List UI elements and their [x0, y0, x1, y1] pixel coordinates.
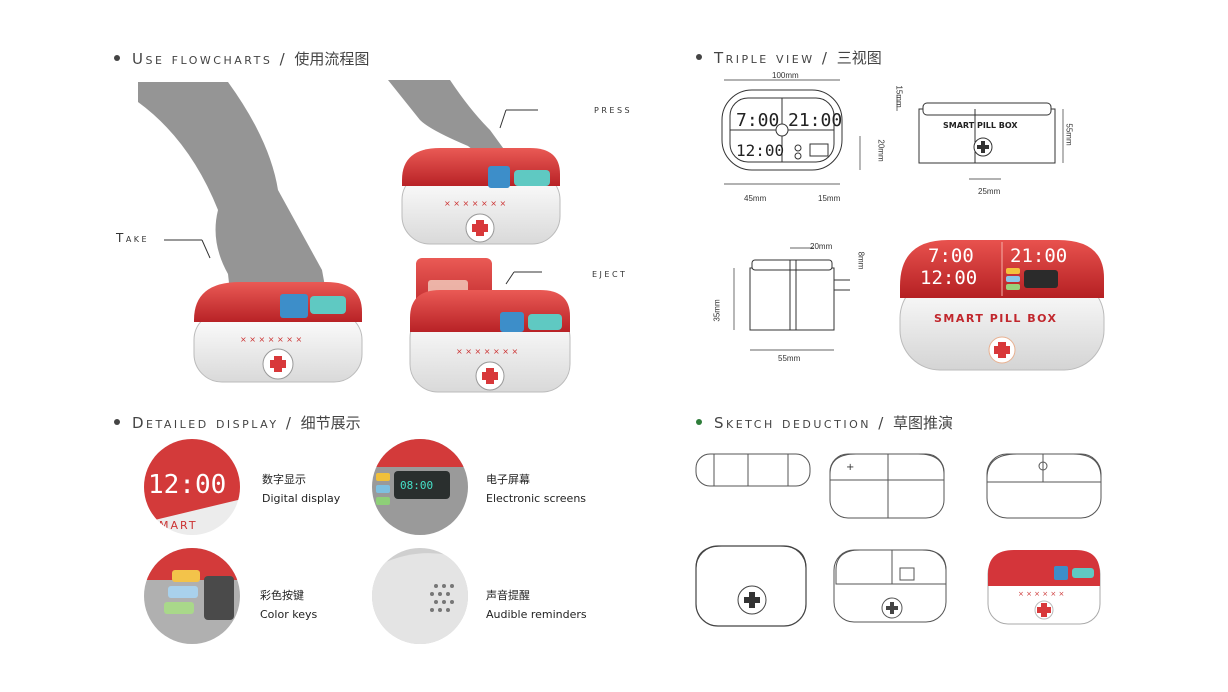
svg-text:12:00: 12:00 [148, 470, 226, 500]
detail-en-3: Color keys [260, 608, 318, 621]
front-time-1: 7:00 [736, 110, 779, 131]
bullet [114, 54, 120, 61]
detail-digital-display: 12:00 SMART [144, 439, 240, 535]
detail-electronic-screens: 08:00 [372, 439, 468, 535]
front-time-3: 12:00 [736, 141, 784, 160]
triple-view-top: SMART PILL BOX [896, 95, 1064, 180]
svg-text:× × × × × × ×: × × × × × × × [240, 335, 302, 344]
detail-color-keys [144, 548, 240, 644]
sketch-4 [695, 545, 807, 627]
pill-box-eject: × × × × × × × [409, 258, 571, 393]
detail-cn-3: 彩色按键 [260, 589, 304, 602]
dim-20mm-front: 20mm [876, 139, 886, 162]
dim-45mm: 45mm [744, 194, 767, 203]
section-title-flowcharts: Use flowcharts / 使用流程图 [114, 48, 369, 69]
dim-15mm-front: 15mm [818, 194, 841, 203]
dim-55mm-top: 55mm [1064, 123, 1074, 146]
dim-25mm: 25mm [978, 187, 1001, 196]
render-time-3: 12:00 [920, 267, 977, 289]
svg-text:× × × × × × ×: × × × × × × × [456, 347, 518, 356]
dim-100mm: 100mm [772, 71, 799, 80]
detail-cn-4: 声音提醒 [486, 589, 530, 602]
svg-text:08:00: 08:00 [400, 479, 433, 492]
render-time-2: 21:00 [1010, 245, 1067, 267]
dim-8mm: 8mm [856, 251, 866, 270]
dim-55mm-side: 55mm [778, 354, 801, 363]
bullet [696, 53, 702, 60]
hand-arm [138, 82, 326, 292]
top-brand: SMART PILL BOX [943, 121, 1018, 130]
label-eject: eject [592, 266, 628, 280]
dim-20mm-side: 20mm [810, 242, 833, 251]
section-title-detailed-display: Detailed display / 细节展示 [114, 412, 361, 433]
pill-box-take: × × × × × × × [193, 282, 363, 383]
detail-en-2: Electronic screens [486, 492, 587, 505]
triple-view-front: 7:00 21:00 12:00 [721, 79, 861, 185]
hand-press [388, 80, 506, 162]
section-title-triple-view: Triple view / 三视图 [696, 47, 882, 68]
bullet [696, 418, 702, 425]
svg-text:+: + [846, 462, 854, 473]
label-press: press [594, 102, 633, 116]
sketch-5 [833, 549, 947, 623]
svg-text:× × × × × × ×: × × × × × × × [444, 199, 506, 208]
label-take: Take [116, 231, 150, 245]
svg-text:× × × × × ×: × × × × × × [1018, 590, 1064, 598]
section-title-sketch-deduction: Sketch deduction / 草图推演 [696, 412, 953, 433]
triple-view-side [733, 247, 850, 351]
dim-35mm: 35mm [712, 299, 722, 322]
svg-text:SMART: SMART [150, 519, 198, 532]
render-time-1: 7:00 [928, 245, 974, 267]
front-time-2: 21:00 [788, 110, 842, 131]
detail-cn-1: 数字显示 [262, 473, 306, 486]
detail-en-4: Audible reminders [486, 608, 587, 621]
detail-cn-2: 电子屏幕 [486, 473, 530, 486]
sketch-1 [695, 453, 811, 487]
pill-box-render: 7:00 21:00 12:00 SMART PILL BOX [899, 240, 1105, 371]
detail-en-1: Digital display [262, 492, 341, 505]
dim-15mm-top: 15mm [894, 85, 904, 108]
pill-box-press: × × × × × × × [401, 148, 561, 245]
render-brand: SMART PILL BOX [934, 312, 1058, 325]
detail-audible-reminders [372, 548, 468, 644]
bullet [114, 418, 120, 425]
flowchart-illustration: × × × × × × × × × × × × × × × × × × × × … [138, 80, 571, 393]
sketch-2: + [829, 453, 945, 519]
sketch-3 [986, 453, 1102, 519]
sketch-6: × × × × × × [987, 550, 1101, 625]
